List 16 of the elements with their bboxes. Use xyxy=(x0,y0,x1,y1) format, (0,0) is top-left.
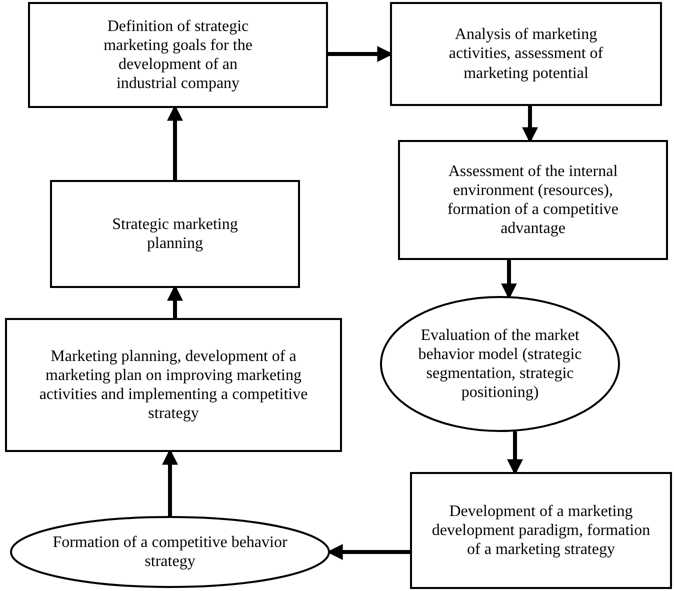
process-ellipse xyxy=(380,296,620,432)
node-text: Development of a marketing development paradigm, formation of a marketing strategy xyxy=(430,502,652,560)
node-text: Strategic marketing planning xyxy=(111,214,239,254)
process-box xyxy=(28,2,328,108)
process-box xyxy=(390,2,662,106)
node-text: Definition of strategic marketing goals for the development of an industrial company xyxy=(102,16,254,94)
process-box xyxy=(50,180,300,288)
process-box xyxy=(410,472,672,589)
process-ellipse xyxy=(10,516,330,588)
process-box xyxy=(398,140,668,260)
node-text: Evaluation of the market behavior model (strategic segmentation, strategic positioning) xyxy=(417,326,583,402)
node-text: Analysis of marketing activities, assessment of marketing potential xyxy=(448,25,604,83)
node-text: Formation of a competitive behavior strategy xyxy=(52,532,288,572)
node-text: Marketing planning, development of a marketing plan on improving marketing activities and implementing a competitive strategy xyxy=(38,346,309,424)
process-box xyxy=(5,318,342,452)
node-text: Assessment of the internal environment (resources), formation of a competitive advantage xyxy=(446,162,620,238)
